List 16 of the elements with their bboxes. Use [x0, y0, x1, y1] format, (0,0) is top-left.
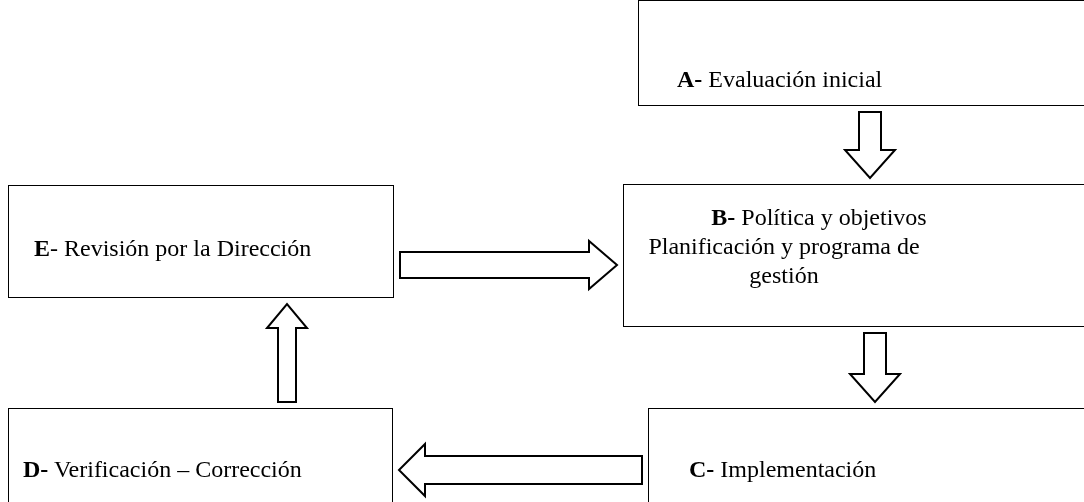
- block-arrow: [264, 302, 310, 403]
- process-box: [623, 184, 1084, 327]
- block-arrow: [399, 238, 619, 292]
- box-text: E- Revisión por la Dirección: [34, 234, 312, 263]
- block-arrow: [842, 111, 898, 180]
- box-text: B- Política y objetivos: [710, 203, 928, 232]
- box-text: A- Evaluación inicial: [677, 65, 883, 94]
- process-box: [648, 408, 1084, 502]
- box-text: D- Verificación – Corrección: [23, 455, 302, 484]
- box-text: C- Implementación: [689, 455, 877, 484]
- process-box: [638, 0, 1084, 106]
- process-box: [8, 408, 393, 502]
- box-text: Planificación y programa de gestión: [647, 231, 921, 290]
- block-arrow: [847, 332, 903, 404]
- process-box: [8, 185, 394, 298]
- block-arrow: [397, 441, 643, 499]
